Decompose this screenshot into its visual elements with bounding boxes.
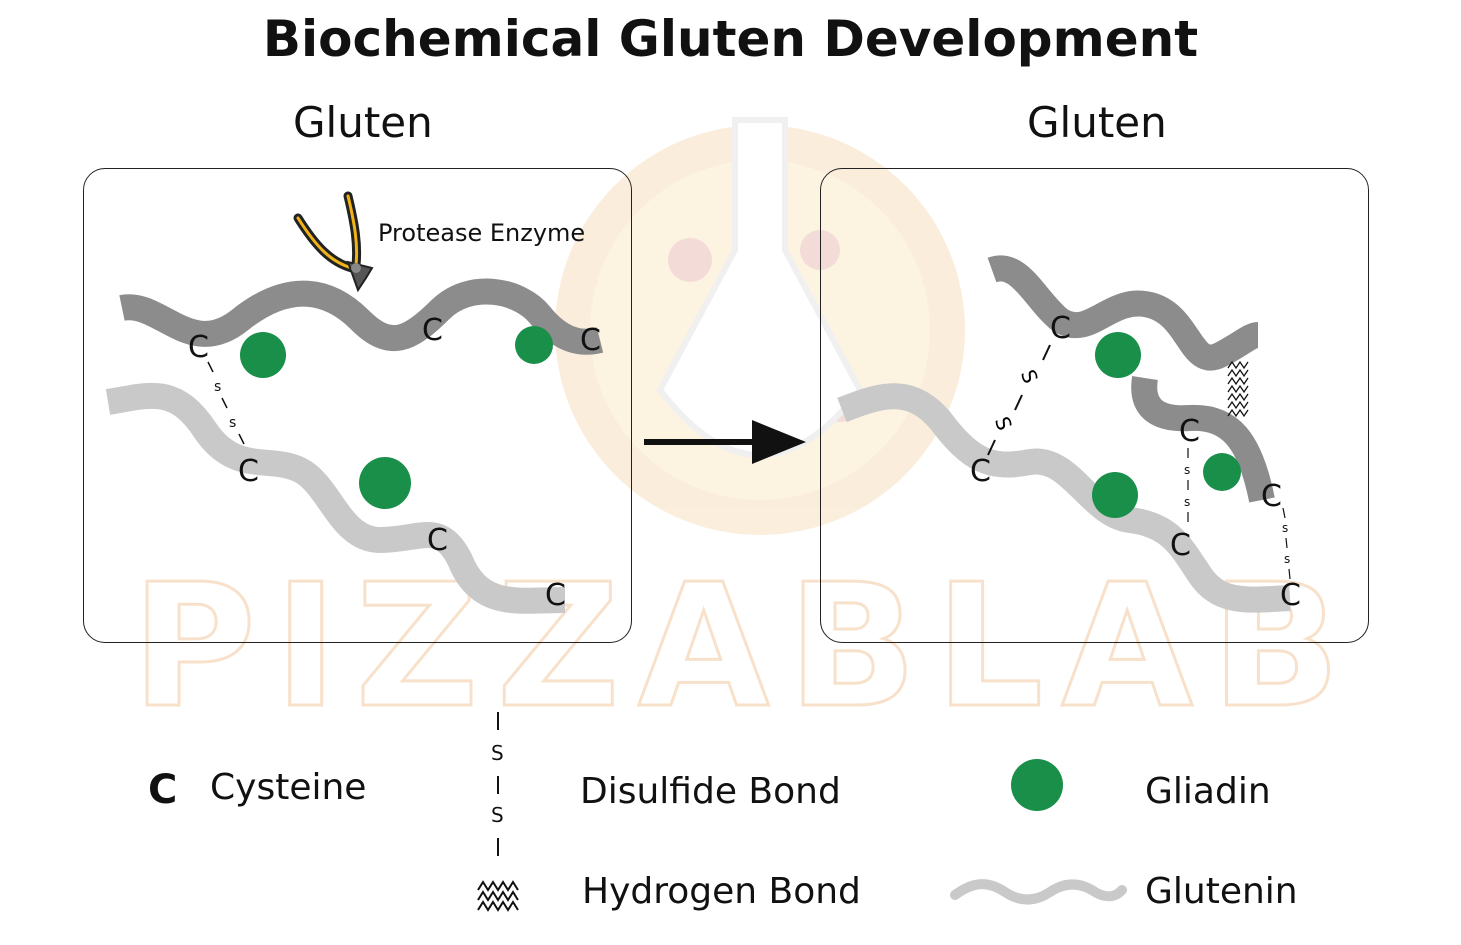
svg-text:S: S <box>1282 521 1288 535</box>
gliadin-circle <box>1203 453 1241 491</box>
protease-enzyme-icon <box>293 191 374 293</box>
disulfide-bond: S S <box>1282 507 1291 580</box>
gliadin-circle <box>515 326 553 364</box>
page-title: Biochemical Gluten Development <box>262 10 1199 68</box>
svg-text:S: S <box>1016 366 1043 386</box>
legend-hydrogen-label: Hydrogen Bond <box>582 871 861 912</box>
cysteine-label: C <box>970 454 991 489</box>
left-panel-heading: Gluten <box>293 98 433 147</box>
right-glutenin-strand-dark-2 <box>1131 376 1275 503</box>
legend-glutenin-label: Glutenin <box>1145 871 1298 912</box>
cysteine-label: C <box>1050 311 1071 346</box>
cysteine-label: C <box>1170 528 1191 563</box>
legend-gliadin-label: Gliadin <box>1145 771 1271 812</box>
left-glutenin-strand-dark <box>119 278 604 355</box>
disulfide-bond: S S <box>207 361 245 445</box>
cysteine-label: C <box>238 454 259 489</box>
svg-text:S: S <box>990 413 1017 433</box>
cysteine-label: C <box>1179 414 1200 449</box>
left-panel <box>83 168 632 643</box>
legend-hydrogen-icon <box>477 880 519 912</box>
legend-glutenin-icon <box>950 879 1127 905</box>
svg-text:S: S <box>491 803 504 827</box>
watermark-pizza-icon <box>555 125 965 535</box>
right-panel-heading: Gluten <box>1027 98 1167 147</box>
legend-disulfide-icon: S S <box>491 712 504 856</box>
legend-disulfide-label: Disulfide Bond <box>580 771 841 812</box>
legend-gliadin-icon <box>1011 759 1063 811</box>
svg-text:S: S <box>1284 552 1290 566</box>
disulfide-bond: S S <box>987 344 1051 456</box>
cysteine-label: C <box>580 323 601 358</box>
gliadin-circle <box>1092 472 1138 518</box>
right-glutenin-strand-dark <box>987 255 1260 371</box>
disulfide-bond: S S <box>1184 448 1190 522</box>
left-glutenin-strand-light <box>105 382 566 614</box>
watermark-text: PIZZABLAB <box>132 548 1359 746</box>
cysteine-label: C <box>188 330 209 365</box>
cysteine-label: C <box>1280 578 1301 613</box>
hydrogen-bond-icon <box>1227 360 1249 418</box>
gliadin-circle <box>359 457 411 509</box>
right-glutenin-strand-light <box>837 383 1291 613</box>
cysteine-label: C <box>422 313 443 348</box>
legend-cysteine-symbol: C <box>148 767 177 813</box>
enzyme-label: Protease Enzyme <box>378 219 585 247</box>
right-panel <box>820 168 1369 643</box>
gliadin-circle <box>240 332 286 378</box>
arrow-icon <box>644 420 806 464</box>
svg-text:S: S <box>214 379 221 395</box>
cysteine-label: C <box>427 523 448 558</box>
svg-text:S: S <box>229 415 236 431</box>
cysteine-label: C <box>1261 479 1282 514</box>
gliadin-circle <box>1095 332 1141 378</box>
svg-text:S: S <box>491 741 504 765</box>
legend-cysteine-label: Cysteine <box>210 767 367 808</box>
svg-text:S: S <box>1184 463 1190 477</box>
svg-text:S: S <box>1184 495 1190 509</box>
cysteine-label: C <box>545 578 566 613</box>
